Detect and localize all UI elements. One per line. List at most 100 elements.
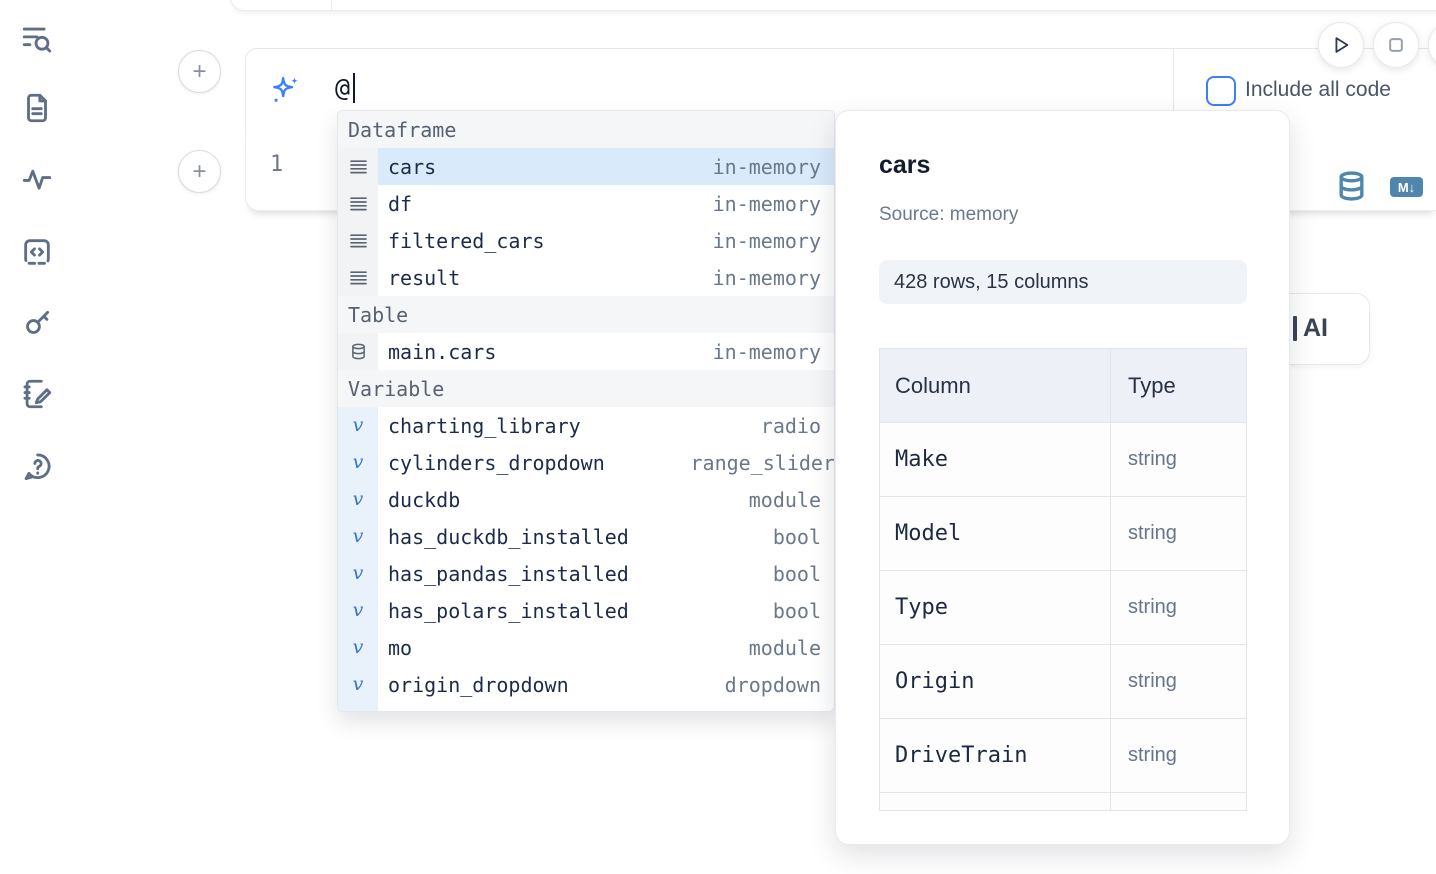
clipped-letter xyxy=(1293,316,1297,341)
sidebar-tracing-button[interactable] xyxy=(20,162,54,196)
completion-item[interactable]: v has_polars_installed bool xyxy=(338,592,834,629)
completion-type: bool xyxy=(772,561,821,586)
text-cursor xyxy=(353,73,355,103)
completion-name: df xyxy=(388,191,413,216)
toc-search-icon xyxy=(22,27,52,53)
variable-icon: v xyxy=(352,488,364,510)
stop-button[interactable] xyxy=(1373,22,1419,68)
file-icon xyxy=(27,93,47,123)
table-row-partial xyxy=(880,793,1246,810)
previous-cell-bottom xyxy=(230,0,1436,11)
completion-name: charting_library xyxy=(388,413,581,438)
completion-item-gutter: v xyxy=(338,222,378,259)
completion-type: module xyxy=(749,710,821,712)
table-row: DriveTrain string xyxy=(880,719,1246,793)
preview-source: Source: memory xyxy=(879,204,1019,225)
completion-item[interactable]: v charting_library radio xyxy=(338,407,834,444)
preview-title: cars xyxy=(879,151,931,179)
completion-item[interactable]: v has_duckdb_installed bool xyxy=(338,518,834,555)
sidebar-help-button[interactable] xyxy=(20,450,54,484)
convert-to-markdown-button[interactable]: M↓ xyxy=(1390,177,1423,197)
completion-item-gutter: v xyxy=(338,629,378,666)
table-header-row: Column Type xyxy=(880,349,1246,423)
completion-name: has_pandas_installed xyxy=(388,561,629,586)
variable-icon: v xyxy=(352,673,364,695)
completion-item-gutter: v xyxy=(338,333,378,370)
play-icon xyxy=(1335,37,1349,53)
completion-item-gutter: v xyxy=(338,481,378,518)
column-type-cell: string xyxy=(1128,596,1177,618)
completion-name: mo xyxy=(388,635,413,660)
add-cell-below-button[interactable]: + xyxy=(178,150,221,193)
completion-item-gutter: v xyxy=(338,518,378,555)
completion-item[interactable]: v pd module xyxy=(338,703,834,712)
completion-item-gutter: v xyxy=(338,259,378,296)
autocomplete-popup[interactable]: Dataframe v cars in-memory xyxy=(337,110,835,712)
variable-icon: v xyxy=(352,562,364,584)
column-type-cell: string xyxy=(1128,448,1177,470)
add-cell-above-button[interactable]: + xyxy=(178,50,221,93)
table-icon xyxy=(351,343,366,360)
column-name-cell: Model xyxy=(895,521,962,546)
completion-name: origin_dropdown xyxy=(388,672,569,697)
table-body: Make string Model string Type string Ori… xyxy=(880,423,1246,793)
line-number: 1 xyxy=(270,152,284,177)
section-label: Table xyxy=(348,302,409,327)
completion-item-gutter: v xyxy=(338,148,378,185)
sidebar-secrets-button[interactable] xyxy=(20,306,54,340)
completion-item-gutter: v xyxy=(338,444,378,481)
completion-item[interactable]: v duckdb module xyxy=(338,481,834,518)
completion-name: result xyxy=(388,265,461,290)
key-icon xyxy=(26,310,50,334)
completion-item[interactable]: v df in-memory xyxy=(338,185,834,222)
completion-item[interactable]: v mo module xyxy=(338,629,834,666)
completion-item[interactable]: v cylinders_dropdown range_slider xyxy=(338,444,834,481)
completion-item[interactable]: v main.cars in-memory xyxy=(338,333,834,370)
column-type-cell: string xyxy=(1128,744,1177,766)
completion-item[interactable]: v origin_dropdown dropdown xyxy=(338,666,834,703)
include-all-code-checkbox[interactable] xyxy=(1206,76,1236,106)
completion-type: range_slider xyxy=(690,450,835,475)
dataframe-icon xyxy=(349,196,367,211)
database-icon xyxy=(1339,171,1364,201)
completion-name: duckdb xyxy=(388,487,461,512)
completion-item[interactable]: v cars in-memory xyxy=(338,148,834,185)
completion-item-gutter: v xyxy=(338,555,378,592)
completion-item[interactable]: v result in-memory xyxy=(338,259,834,296)
completion-type: bool xyxy=(772,524,821,549)
variable-icon: v xyxy=(352,599,364,621)
ai-prompt-input[interactable]: @ xyxy=(335,73,351,102)
column-header: Column xyxy=(880,349,1111,422)
completion-item[interactable]: v filtered_cars in-memory xyxy=(338,222,834,259)
completion-type: in-memory xyxy=(712,191,821,216)
section-label: Dataframe xyxy=(348,117,457,142)
dataframe-icon xyxy=(349,270,367,285)
completion-name: has_duckdb_installed xyxy=(388,524,629,549)
sidebar-toc-search-button[interactable] xyxy=(20,22,54,56)
convert-to-sql-button[interactable] xyxy=(1336,170,1367,202)
completion-type: module xyxy=(748,635,821,660)
column-type-cell: string xyxy=(1128,670,1177,692)
completion-type: dropdown xyxy=(724,672,821,697)
completion-name: cars xyxy=(388,154,437,179)
completion-item[interactable]: v has_pandas_installed bool xyxy=(338,555,834,592)
completion-type: bool xyxy=(772,598,821,623)
completion-section-header: Table xyxy=(338,296,834,333)
variable-icon: v xyxy=(352,636,364,658)
stop-icon xyxy=(1389,38,1403,52)
column-name-cell: DriveTrain xyxy=(895,743,1028,768)
sidebar-files-button[interactable] xyxy=(20,91,54,125)
type-header: Type xyxy=(1128,372,1176,398)
ai-sparkle-icon xyxy=(269,74,303,108)
run-cell-button[interactable] xyxy=(1318,22,1364,68)
activity-icon xyxy=(22,169,52,190)
sidebar-scratchpad-button[interactable] xyxy=(20,377,54,411)
completion-item-gutter: v xyxy=(338,407,378,444)
variable-icon: v xyxy=(352,414,364,436)
completion-name: pd xyxy=(388,710,412,712)
sidebar-snippets-button[interactable] xyxy=(20,235,54,269)
prompt-divider xyxy=(1173,49,1174,134)
completion-name: main.cars xyxy=(388,339,497,364)
table-row: Type string xyxy=(880,571,1246,645)
